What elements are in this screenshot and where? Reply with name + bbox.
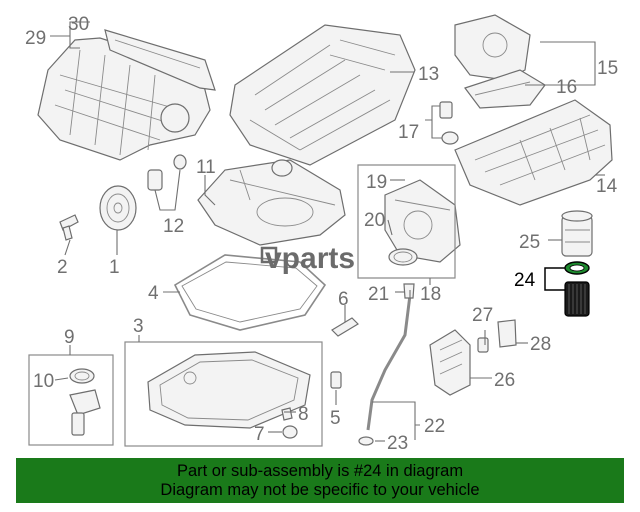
oil-sensor-drawing bbox=[69, 368, 101, 436]
callout-8[interactable]: 8 bbox=[298, 404, 309, 425]
callout-4[interactable]: 4 bbox=[148, 283, 159, 304]
cylinder-head-drawing bbox=[229, 24, 416, 166]
callout-29[interactable]: 29 bbox=[25, 28, 46, 49]
watermark-text: vparts bbox=[265, 242, 355, 275]
callout-3[interactable]: 3 bbox=[133, 316, 144, 337]
callout-6[interactable]: 6 bbox=[338, 289, 349, 310]
sensor-box bbox=[28, 354, 114, 446]
banner-line-1: Part or sub-assembly is #24 in diagram bbox=[176, 462, 464, 480]
oil-pan-gasket-drawing bbox=[173, 254, 327, 331]
callout-26[interactable]: 26 bbox=[494, 370, 515, 391]
callout-13[interactable]: 13 bbox=[418, 64, 439, 85]
callout-22[interactable]: 22 bbox=[424, 416, 445, 437]
valve-cover-drawing bbox=[454, 99, 613, 206]
oil-filter-drawing bbox=[564, 261, 590, 317]
callout-28[interactable]: 28 bbox=[530, 334, 551, 355]
callout-18[interactable]: 18 bbox=[420, 284, 441, 305]
callout-16[interactable]: 16 bbox=[556, 77, 577, 98]
oil-baffle-drawing bbox=[147, 154, 346, 246]
oil-pan-drawing bbox=[147, 351, 311, 439]
banner-line-2: Diagram may not be specific to your vehi… bbox=[160, 481, 480, 499]
callout-11[interactable]: 11 bbox=[196, 157, 216, 178]
intake-manifold-drawing bbox=[37, 29, 216, 161]
callout-1[interactable]: 1 bbox=[109, 257, 120, 278]
part-17-drawing bbox=[439, 101, 459, 145]
callout-25[interactable]: 25 bbox=[519, 232, 540, 253]
pulley-drawing bbox=[59, 185, 137, 241]
oil-cooler-drawing bbox=[429, 319, 517, 396]
callout-labels: 29 30 13 15 16 17 14 11 12 1 2 4 19 20 1… bbox=[25, 14, 618, 454]
callout-19[interactable]: 19 bbox=[366, 172, 387, 193]
callout-7[interactable]: 7 bbox=[254, 424, 265, 445]
callout-10[interactable]: 10 bbox=[33, 371, 54, 392]
leader-lines bbox=[50, 21, 605, 442]
callout-21[interactable]: 21 bbox=[368, 284, 389, 305]
timing-cover-box bbox=[357, 164, 456, 279]
callout-24[interactable]: 24 bbox=[514, 270, 536, 291]
dipstick-drawing bbox=[358, 283, 415, 446]
callout-20[interactable]: 20 bbox=[364, 210, 385, 231]
callout-9[interactable]: 9 bbox=[64, 327, 75, 348]
callout-15[interactable]: 15 bbox=[597, 58, 618, 79]
callout-27[interactable]: 27 bbox=[472, 305, 493, 326]
oil-pan-box bbox=[124, 341, 323, 447]
callout-12[interactable]: 12 bbox=[163, 216, 184, 237]
filter-housing-drawing bbox=[561, 210, 593, 257]
callout-30[interactable]: 30 bbox=[68, 14, 89, 35]
callout-23[interactable]: 23 bbox=[387, 433, 408, 454]
callout-5[interactable]: 5 bbox=[330, 408, 341, 429]
part-6-5-drawing bbox=[330, 317, 359, 389]
callout-2[interactable]: 2 bbox=[57, 257, 68, 278]
timing-cover-front-drawing bbox=[384, 179, 461, 266]
callout-17[interactable]: 17 bbox=[398, 122, 419, 143]
callout-14[interactable]: 14 bbox=[596, 176, 618, 197]
vparts-logo: vparts bbox=[260, 242, 355, 275]
info-banner: Part or sub-assembly is #24 in diagram D… bbox=[16, 458, 624, 503]
diagram-canvas: vparts 29 30 13 15 16 17 14 11 12 1 2 4 … bbox=[25, 14, 618, 454]
timing-cover-upper-drawing bbox=[454, 14, 546, 109]
